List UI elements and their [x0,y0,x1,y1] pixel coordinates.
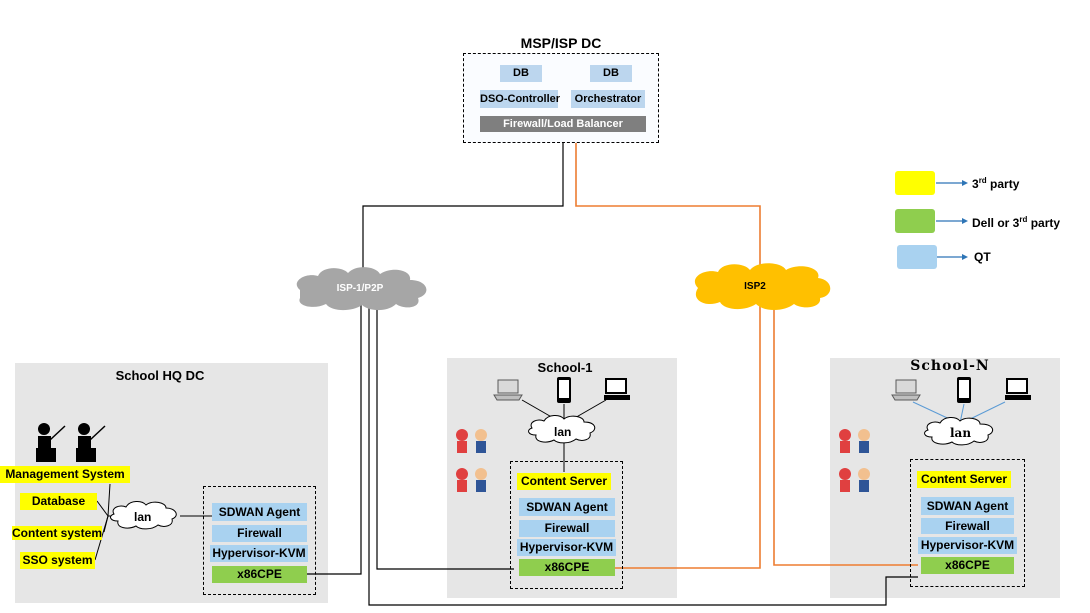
isp2-school1-link [613,300,761,569]
legend-arrows [936,180,968,260]
msp-db-1: DB [500,65,542,82]
students-icon [452,467,492,497]
msp-isp1-link [362,143,564,275]
schooln-hypervisor: Hypervisor-KVM [918,537,1017,554]
schooln-lan-label: lan [950,426,972,440]
schooln-content-server: Content Server [917,471,1011,488]
sso-system: SSO system [20,552,95,569]
school1-x86cpe: x86CPE [519,559,615,576]
legend-swatch-dell [895,209,935,233]
hq-sdwan-agent: SDWAN Agent [212,503,307,521]
students-icon [835,428,875,458]
students-icon [452,428,492,458]
school1-content-server: Content Server [517,473,611,490]
teacher-icon [33,420,67,464]
desktop-icon [1003,378,1033,402]
legend-swatch-third-party [895,171,935,195]
hq-title: School HQ DC [115,368,205,383]
phone-icon [556,376,572,404]
orchestrator: Orchestrator [571,90,645,108]
isp1-label: ISP-1/P2P [336,283,384,294]
msp-isp2-link [575,143,761,270]
database: Database [20,493,97,510]
schooln-firewall: Firewall [921,518,1014,534]
isp1-hq-link [307,300,362,575]
isp1-cloud-shape [296,267,427,311]
school1-lan-label: lan [554,425,572,439]
school1-sdwan-agent: SDWAN Agent [519,498,615,516]
msp-db-2: DB [590,65,632,82]
hq-firewall: Firewall [212,525,307,542]
isp2-label: ISP2 [744,281,766,292]
laptop-icon [493,378,523,402]
schooln-sdwan-agent: SDWAN Agent [921,497,1014,515]
school1-hypervisor: Hypervisor-KVM [517,539,616,556]
content-system: Content system [12,526,103,540]
desktop-icon [602,378,632,402]
isp1-schooln-link [368,300,918,606]
school1-lan-cloud-shape [528,415,596,444]
management-system: Management System [0,466,130,483]
phone-icon [956,376,972,404]
isp2-schooln-link [773,300,918,566]
isp1-school1-link [376,300,514,570]
legend-label-dell: Dell or 3rd party [972,215,1061,230]
hq-lan-label: lan [134,510,152,524]
schooln-lan-cloud-shape [924,417,994,446]
school1-title: School-1 [537,360,593,375]
legend-swatch-qt [897,245,937,269]
laptop-icon [891,378,921,402]
school1-cpe-box [510,461,623,589]
hq-lan-cloud-shape [110,501,177,530]
firewall-load-balancer: Firewall/Load Balancer [480,116,646,132]
schooln-x86cpe: x86CPE [921,557,1014,574]
msp-title: MSP/ISP DC [520,35,602,51]
legend-label-third-party: 3rd party [972,176,1020,191]
teacher-icon [73,420,107,464]
hq-x86cpe: x86CPE [212,566,307,583]
schooln-title: School-N [910,358,990,374]
school1-firewall: Firewall [519,520,615,537]
schooln-cpe-box [910,459,1025,587]
students-icon [835,467,875,497]
hq-cpe-box [203,486,316,595]
dso-controller: DSO-Controller [480,90,560,108]
legend-label-qt: QT [974,250,991,264]
isp2-cloud-shape [694,263,831,310]
hq-hypervisor: Hypervisor-KVM [210,545,308,562]
